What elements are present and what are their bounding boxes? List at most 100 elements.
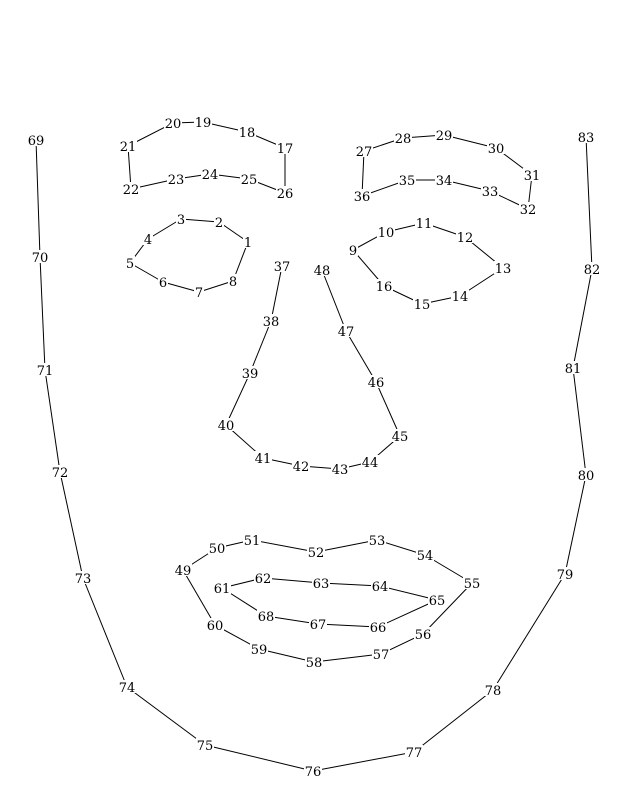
landmark-label: 68 [258,610,275,625]
landmark-label: 15 [414,298,431,313]
landmark-65: 65 [428,593,446,609]
landmark-56: 56 [414,627,432,643]
landmark-58: 58 [305,655,323,671]
landmark-label: 8 [229,275,237,290]
landmark-73: 73 [74,571,92,587]
landmark-59: 59 [250,642,268,658]
landmark-label-bg [313,263,331,276]
landmark-label-bg [174,563,192,576]
landmark-label: 7 [195,286,203,301]
landmark-label-bg [243,235,253,248]
landmark-55: 55 [463,576,481,592]
landmark-22: 22 [122,182,140,198]
landmark-label-bg [158,275,168,288]
landmark-label-bg [201,167,219,180]
landmark-32: 32 [519,202,537,218]
landmark-82: 82 [583,262,601,278]
landmark-label-bg [416,548,434,561]
landmark-label-bg [583,262,601,275]
edge-81-82 [572,268,593,369]
landmark-33: 33 [481,184,499,200]
landmark-label: 34 [436,174,453,189]
landmark-48: 48 [313,263,331,279]
landmark-15: 15 [413,297,431,313]
landmark-label-bg [371,579,389,592]
landmark-label: 64 [372,580,389,595]
landmark-label-bg [243,533,261,546]
landmark-47: 47 [337,324,355,340]
landmark-label: 83 [578,131,595,146]
landmark-label: 72 [52,466,69,481]
edge-76-77 [312,751,415,772]
landmark-label-bg [391,429,409,442]
landmark-label-bg [241,366,259,379]
landmark-label-bg [276,141,294,154]
landmark-label: 50 [209,542,226,557]
edge-5-6 [129,262,164,283]
edge-79-80 [564,474,587,575]
landmark-label: 62 [255,572,272,587]
landmark-label: 4 [144,233,152,248]
landmark-label: 60 [207,619,224,634]
landmark-5: 5 [125,256,135,272]
landmark-68: 68 [257,609,275,625]
landmark-label-bg [27,133,45,146]
landmark-60: 60 [206,618,224,634]
landmark-27: 27 [355,144,373,160]
landmark-label-bg [51,465,69,478]
landmark-label-bg [254,451,272,464]
edge-36-27 [361,150,365,197]
landmark-label: 70 [32,251,49,266]
landmark-label-bg [564,361,582,374]
landmark-label: 51 [244,534,261,549]
landmark-label-bg [262,314,280,327]
landmark-51: 51 [243,533,261,549]
landmark-label: 9 [349,244,357,259]
landmark-39: 39 [241,366,259,382]
landmark-label-bg [250,642,268,655]
landmark-57: 57 [372,647,390,663]
landmark-30: 30 [487,141,505,157]
landmark-8: 8 [228,274,238,290]
edge-73-74 [82,577,128,688]
landmark-edges [35,121,593,772]
landmark-70: 70 [31,250,49,266]
edge-82-83 [585,136,593,270]
landmark-19: 19 [194,115,212,131]
landmark-26: 26 [276,186,294,202]
landmark-label: 35 [399,174,416,189]
edge-65-66 [377,599,438,628]
landmark-label: 55 [464,577,481,592]
edge-63-64 [320,582,381,587]
landmark-label: 12 [457,231,474,246]
edge-58-59 [258,648,315,663]
landmark-label: 26 [277,187,294,202]
landmark-label-bg [337,324,355,337]
landmark-label-bg [305,655,323,668]
landmark-label: 61 [214,582,231,597]
landmark-10: 10 [377,225,395,241]
edge-37-38 [270,265,283,322]
landmark-43: 43 [331,462,349,478]
landmark-74: 74 [118,680,136,696]
landmark-17: 17 [276,141,294,157]
landmark-label: 69 [28,134,45,149]
landmark-label-bg [304,764,322,777]
landmark-label-bg [428,593,446,606]
landmark-40: 40 [217,418,235,434]
landmark-label: 81 [565,362,582,377]
edge-47-48 [321,269,347,332]
landmark-label: 16 [376,280,393,295]
landmark-28: 28 [394,131,412,147]
landmark-83: 83 [577,130,595,146]
landmark-label: 42 [293,460,310,475]
landmark-label: 13 [495,262,512,277]
landmark-label: 65 [429,594,446,609]
landmark-label: 52 [308,546,325,561]
landmark-label-bg [228,274,238,287]
landmark-label: 21 [120,140,137,155]
landmark-label: 74 [119,681,136,696]
edge-6-7 [162,281,200,293]
landmark-label-bg [556,567,574,580]
landmark-54: 54 [416,548,434,564]
